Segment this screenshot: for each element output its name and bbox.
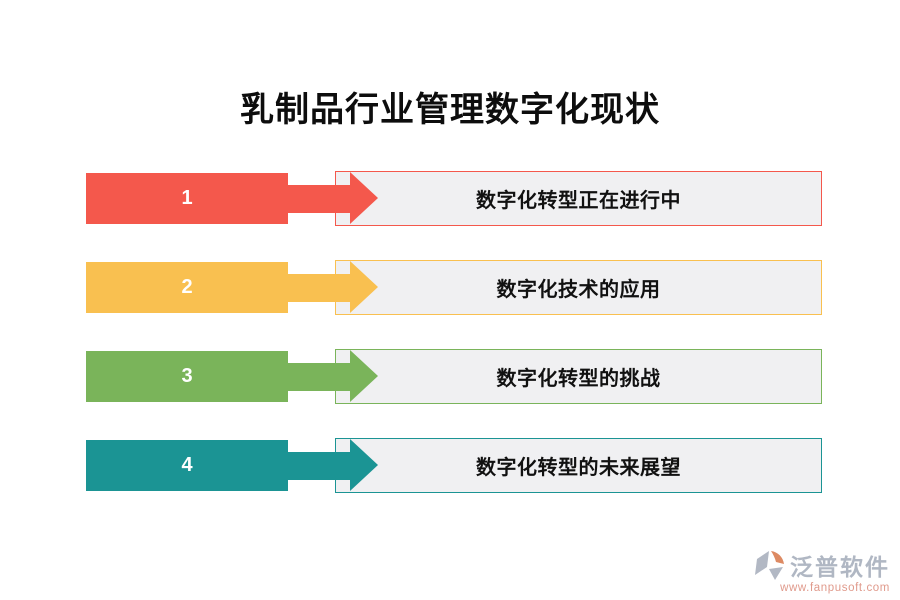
step-row: 4 数字化转型的未来展望 bbox=[0, 438, 900, 494]
step-label-box: 数字化转型的未来展望 bbox=[335, 438, 822, 493]
step-label: 数字化转型正在进行中 bbox=[476, 190, 681, 212]
arrow-head-icon bbox=[350, 439, 378, 491]
brand-watermark: 泛普软件 www.fanpusoft.com bbox=[753, 548, 890, 594]
step-label-box: 数字化技术的应用 bbox=[335, 260, 822, 315]
steps-list: 1 数字化转型正在进行中 2 数字化技术的应用 3 数字化转型的挑战 4 bbox=[0, 171, 900, 527]
arrow-head-icon bbox=[350, 172, 378, 224]
step-row: 3 数字化转型的挑战 bbox=[0, 349, 900, 405]
arrow-icon bbox=[288, 185, 352, 213]
brand-url: www.fanpusoft.com bbox=[780, 582, 890, 594]
step-number: 3 bbox=[181, 365, 193, 387]
arrow-icon bbox=[288, 363, 352, 391]
step-label-box: 数字化转型的挑战 bbox=[335, 349, 822, 404]
step-row: 1 数字化转型正在进行中 bbox=[0, 171, 900, 227]
step-label: 数字化转型的挑战 bbox=[496, 368, 661, 390]
step-number: 2 bbox=[181, 276, 193, 298]
arrow-icon bbox=[288, 274, 352, 302]
step-number: 1 bbox=[181, 187, 193, 209]
step-row: 2 数字化技术的应用 bbox=[0, 260, 900, 316]
step-number-bar: 2 bbox=[86, 262, 288, 313]
brand-logo-icon bbox=[753, 549, 787, 581]
arrow-head-icon bbox=[350, 261, 378, 313]
step-label: 数字化技术的应用 bbox=[496, 279, 661, 301]
arrow-head-icon bbox=[350, 350, 378, 402]
step-number-bar: 1 bbox=[86, 173, 288, 224]
step-number-bar: 4 bbox=[86, 440, 288, 491]
step-number-bar: 3 bbox=[86, 351, 288, 402]
brand-name: 泛普软件 bbox=[790, 554, 890, 580]
step-number: 4 bbox=[181, 454, 193, 476]
step-label-box: 数字化转型正在进行中 bbox=[335, 171, 822, 226]
arrow-icon bbox=[288, 452, 352, 480]
step-label: 数字化转型的未来展望 bbox=[476, 457, 681, 479]
page-title: 乳制品行业管理数字化现状 bbox=[240, 91, 660, 129]
